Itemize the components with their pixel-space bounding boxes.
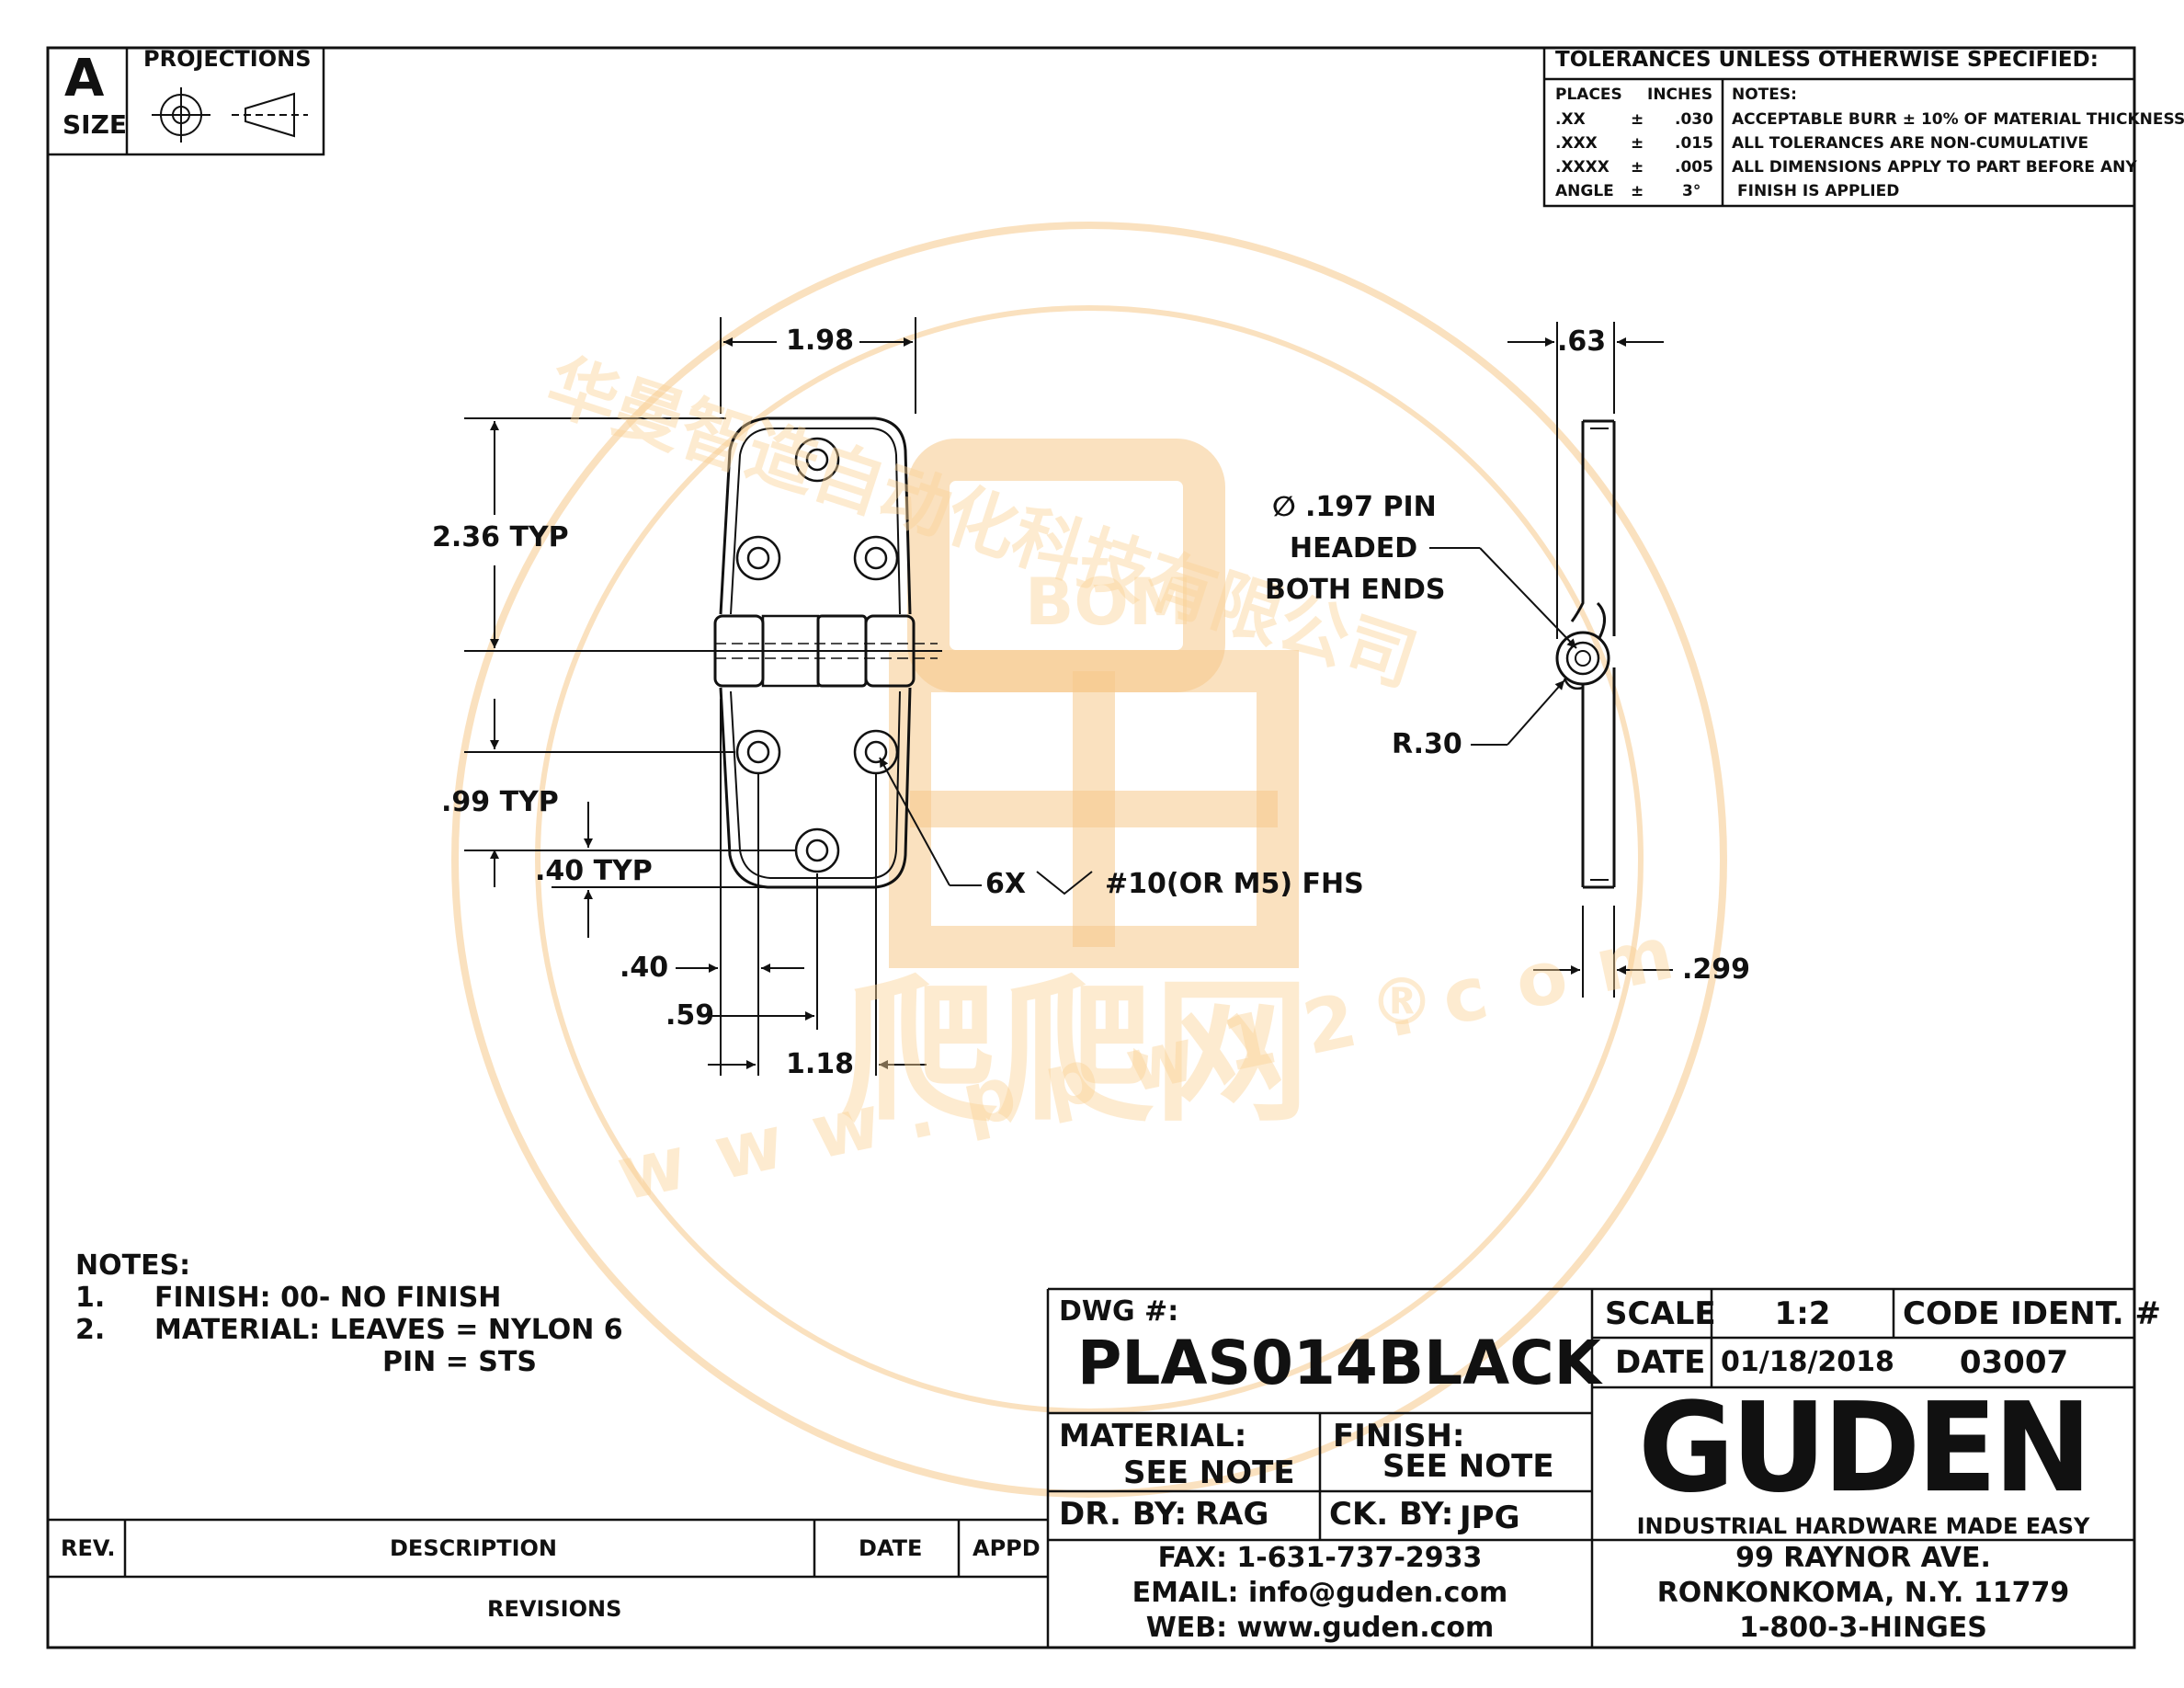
dim-holes-spec: #10(OR M5) FHS [1105, 868, 1364, 900]
dwg-label: DWG #: [1059, 1295, 1179, 1328]
watermark-graphic [451, 222, 1727, 1498]
tolerances-col-inches: INCHES [1647, 86, 1713, 104]
front-view-dimensions [464, 317, 1093, 1076]
drawn-by-value: RAG [1195, 1496, 1269, 1533]
finish-label: FINISH: [1333, 1418, 1465, 1454]
dwg-number: PLAS014BLACK [1077, 1328, 1601, 1398]
checked-by-label: CK. BY: [1329, 1496, 1454, 1533]
tolerance-note-1: ACCEPTABLE BURR ± 10% OF MATERIAL THICKN… [1732, 110, 2184, 129]
note-2-text: MATERIAL: LEAVES = NYLON 6 [154, 1314, 623, 1346]
dim-118: 1.18 [786, 1048, 855, 1080]
scale-value: 1:2 [1774, 1295, 1831, 1332]
revisions-footer: REVISIONS [487, 1596, 622, 1622]
note-2-num: 2. [75, 1314, 106, 1346]
size-letter: A [64, 49, 105, 108]
rev-col-date: DATE [859, 1535, 923, 1561]
address-line-1: 99 RAYNOR AVE. [1735, 1542, 1991, 1574]
drawing-border [46, 46, 2136, 1649]
side-view-dimensions [1429, 322, 1673, 998]
tolerance-notes-label: NOTES: [1732, 86, 1797, 104]
finish-value: SEE NOTE [1382, 1448, 1554, 1485]
dim-thickness: .63 [1557, 325, 1607, 358]
tolerance-note-3: ALL DIMENSIONS APPLY TO PART BEFORE ANY [1732, 158, 2137, 177]
dim-holes-count: 6X [985, 868, 1027, 900]
dim-height: 2.36 TYP [432, 521, 569, 553]
size-label: SIZE [63, 109, 128, 140]
tolerance-note-2: ALL TOLERANCES ARE NON-CUMULATIVE [1732, 134, 2089, 153]
tol-value-xxx: .015 [1675, 134, 1713, 153]
tolerance-block-lines [1542, 46, 2136, 208]
notes-title: NOTES: [75, 1249, 191, 1282]
dim-width: 1.98 [786, 325, 855, 357]
date-value: 01/18/2018 [1721, 1346, 1894, 1378]
size-block-lines [46, 46, 325, 156]
tol-place-xxx: .XXX [1555, 134, 1598, 153]
rev-col-rev: REV. [61, 1535, 116, 1561]
company-tagline: INDUSTRIAL HARDWARE MADE EASY [1636, 1513, 2090, 1539]
projections-label: PROJECTIONS [143, 46, 312, 72]
tol-place-angle: ANGLE [1555, 182, 1614, 200]
contact-email: EMAIL: info@guden.com [1132, 1577, 1508, 1609]
hinge-side-view [1555, 419, 1616, 889]
company-phone: 1-800-3-HINGES [1739, 1612, 1987, 1644]
code-ident-label: CODE IDENT. # [1903, 1295, 2161, 1332]
material-label: MATERIAL: [1059, 1418, 1247, 1454]
address-line-2: RONKONKOMA, N.Y. 11779 [1656, 1577, 2070, 1609]
hinge-front-view [713, 416, 938, 889]
date-label: DATE [1615, 1344, 1706, 1381]
company-logo: GUDEN [1638, 1376, 2092, 1521]
dim-059: .59 [665, 999, 715, 1032]
scale-label: SCALE [1605, 1295, 1716, 1332]
tol-place-xx: .XX [1555, 110, 1586, 129]
contact-web: WEB: www.guden.com [1145, 1612, 1495, 1644]
rev-col-description: DESCRIPTION [390, 1535, 558, 1561]
dim-040: .40 [620, 952, 669, 984]
code-ident-value: 03007 [1959, 1344, 2069, 1381]
tol-place-xxxx: .XXXX [1555, 158, 1610, 177]
tol-pm-angle: ± [1631, 182, 1644, 200]
revision-table-lines [48, 1518, 1048, 1579]
tolerances-col-places: PLACES [1555, 86, 1622, 104]
material-value: SEE NOTE [1123, 1454, 1295, 1491]
title-block-lines [1046, 1287, 2134, 1648]
dim-hole-spacing: .99 TYP [441, 786, 559, 818]
tol-value-xx: .030 [1675, 110, 1713, 129]
checked-by-value: JPG [1460, 1500, 1520, 1536]
dim-pin-line1: .197 PIN [1305, 491, 1437, 523]
tol-pm-xxxx: ± [1631, 158, 1644, 177]
dim-edge-offset: .40 TYP [535, 855, 653, 887]
tolerances-title: TOLERANCES UNLESS OTHERWISE SPECIFIED: [1555, 48, 2099, 72]
note-1-num: 1. [75, 1282, 106, 1314]
dim-pin-line2: HEADED [1290, 532, 1418, 565]
dim-radius: R.30 [1392, 728, 1462, 760]
dim-pin-diameter-symbol: ∅ [1272, 491, 1296, 523]
dim-pin-line3: BOTH ENDS [1265, 574, 1446, 606]
tol-pm-xxx: ± [1631, 134, 1644, 153]
contact-fax: FAX: 1-631-737-2933 [1157, 1542, 1483, 1574]
tol-pm-xx: ± [1631, 110, 1644, 129]
projection-symbol [152, 87, 308, 143]
tol-value-xxxx: .005 [1675, 158, 1713, 177]
note-1-text: FINISH: 00- NO FINISH [154, 1282, 502, 1314]
tolerance-note-4: FINISH IS APPLIED [1737, 182, 1900, 200]
rev-col-appd: APPD [973, 1535, 1041, 1561]
note-2-line2: PIN = STS [382, 1346, 537, 1378]
tol-value-angle: 3° [1682, 182, 1701, 200]
dim-leaf-thickness: .299 [1682, 953, 1751, 986]
drawn-by-label: DR. BY: [1059, 1496, 1188, 1533]
